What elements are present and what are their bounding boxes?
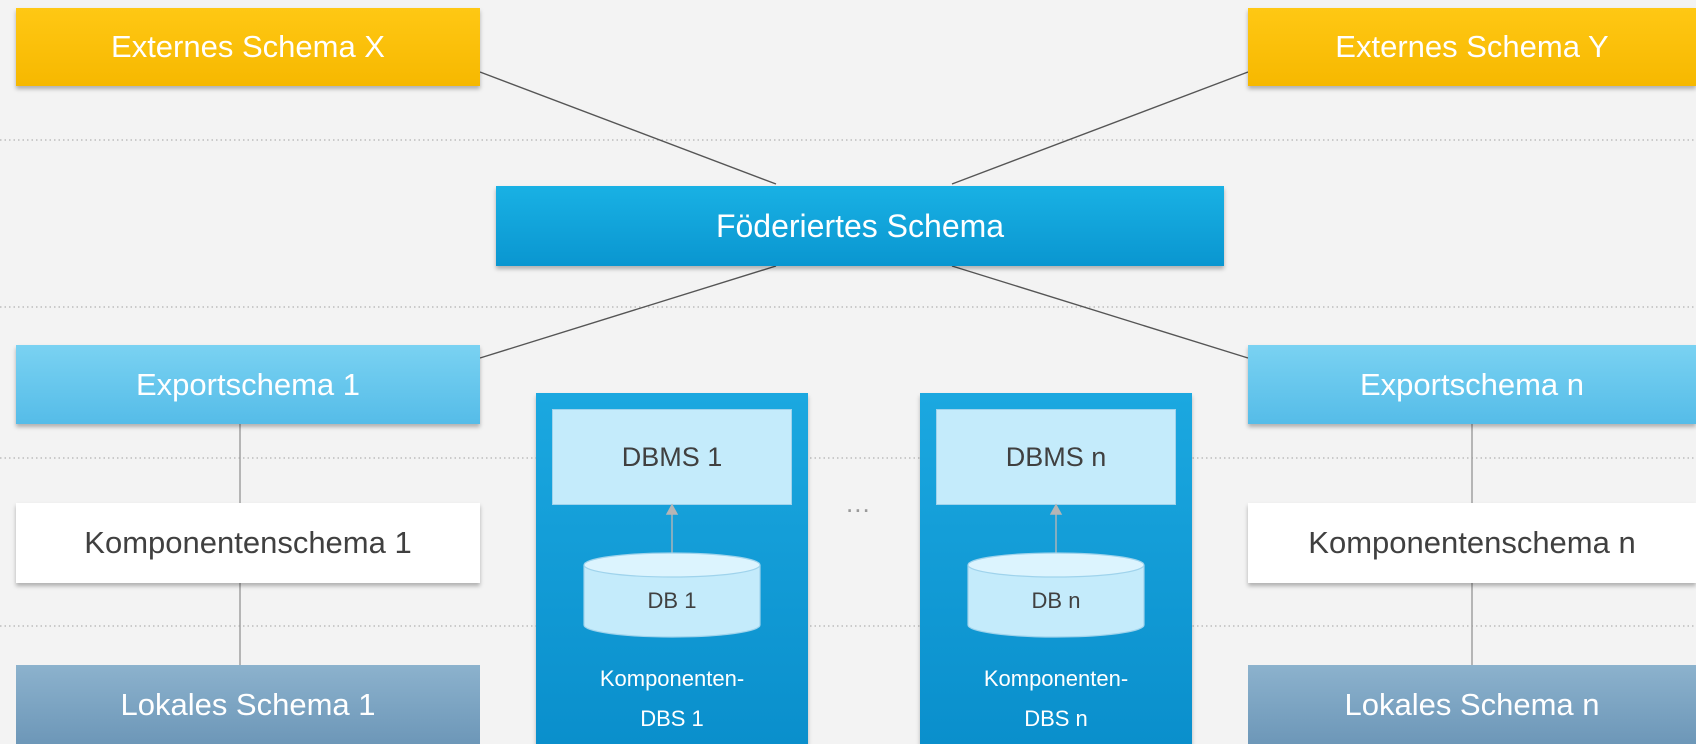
local-schema-1: Lokales Schema 1 [16, 665, 480, 744]
component-dbs-n-caption-line2: DBS n [1024, 706, 1088, 731]
component-dbs-1-caption-line2: DBS 1 [640, 706, 704, 731]
db-n-cylinder-icon [967, 503, 1145, 638]
component-dbs-1-caption: Komponenten- DBS 1 [536, 659, 808, 739]
external-schema-x: Externes Schema X [16, 8, 480, 86]
local-schema-n: Lokales Schema n [1248, 665, 1696, 744]
db-n-label: DB n [1031, 588, 1081, 613]
component-dbs-n-caption-line1: Komponenten- [983, 666, 1129, 691]
component-dbs-n: DBMS n DB n Komponenten- DBS n [920, 393, 1192, 744]
external-schema-y: Externes Schema Y [1248, 8, 1696, 86]
component-dbs-1: DBMS 1 DB 1 Komponenten- DBS 1 [536, 393, 808, 744]
connector-extx-federated [479, 71, 777, 185]
dbms-1-box: DBMS 1 [552, 409, 792, 505]
db-1-label: DB 1 [647, 588, 697, 613]
component-dbs-n-caption: Komponenten- DBS n [920, 659, 1192, 739]
component-schema-1: Komponentenschema 1 [16, 503, 480, 583]
connector-exty-federated [951, 71, 1249, 185]
component-dbs-1-caption-line1: Komponenten- [599, 666, 745, 691]
component-schema-n: Komponentenschema n [1248, 503, 1696, 583]
connector-federated-exportn [951, 265, 1249, 359]
connector-federated-export1 [479, 265, 777, 359]
export-schema-n: Exportschema n [1248, 345, 1696, 424]
dbms-n-box: DBMS n [936, 409, 1176, 505]
ellipsis-indicator: ... [846, 488, 871, 518]
federated-schema: Föderiertes Schema [496, 186, 1224, 266]
db-1-cylinder-icon [583, 503, 761, 638]
export-schema-1: Exportschema 1 [16, 345, 480, 424]
